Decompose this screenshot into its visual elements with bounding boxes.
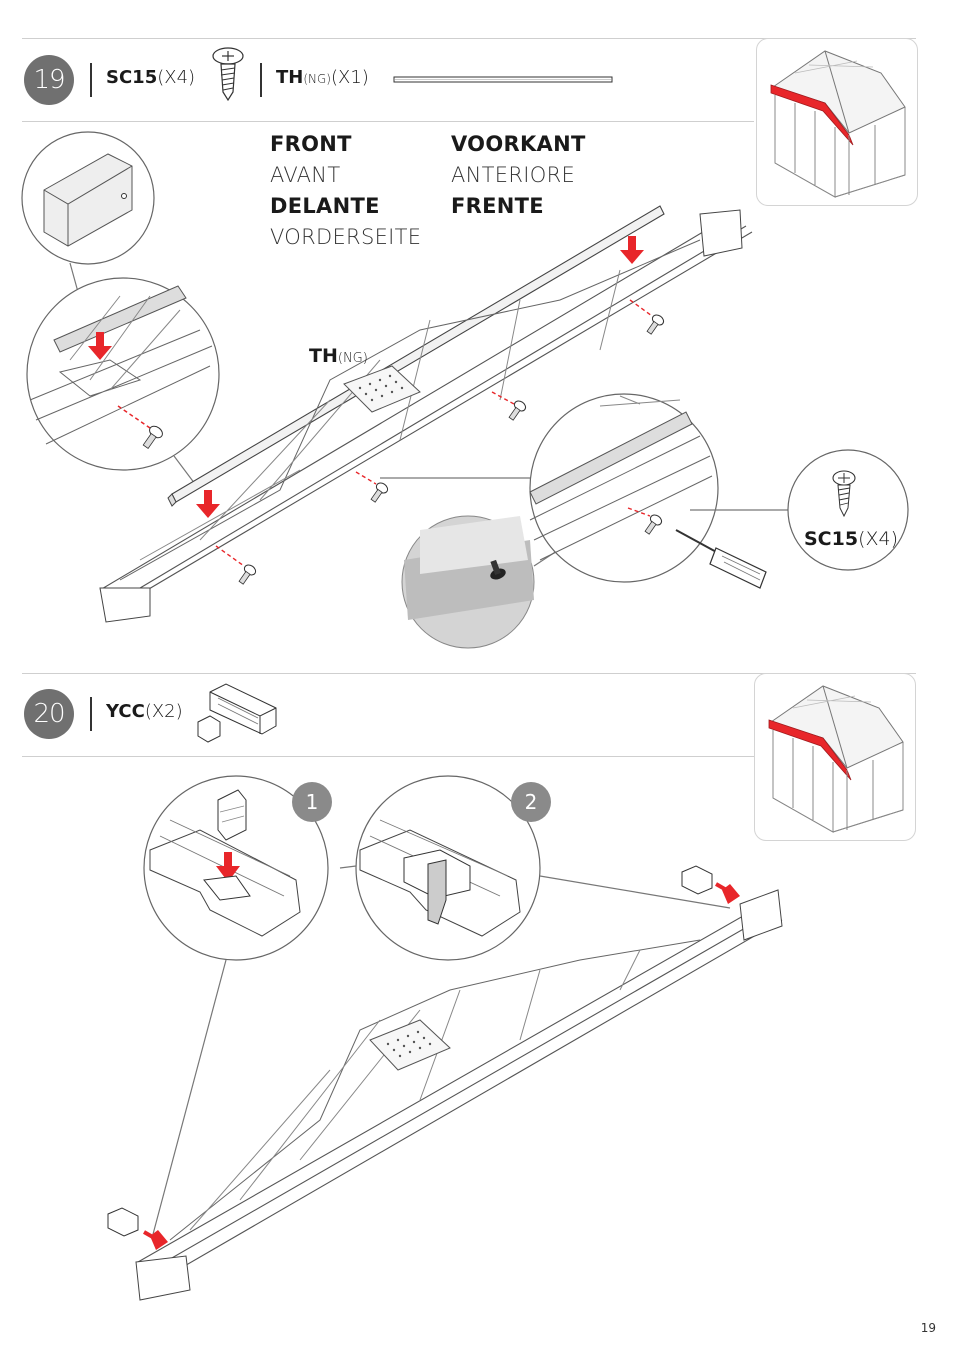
step19-number-badge: 19 (24, 55, 74, 105)
screwdriver-icon (675, 529, 767, 589)
substep-2-badge: 2 (511, 782, 551, 822)
part-th-qty: (X1) (330, 67, 369, 88)
step19-bottom-rule (22, 121, 754, 122)
sc15-callout-circle (787, 449, 909, 571)
step19-top-rule (22, 38, 916, 39)
orientation-labels-col2: VOORKANT ANTERIORE FRENTE (451, 129, 586, 222)
part-ycc-label: YCC(X2) (106, 701, 183, 722)
label-frente: FRENTE (451, 194, 544, 218)
th-rail-label-code: TH (309, 345, 338, 367)
part-th-suffix: (NG) (303, 72, 331, 86)
detail-circle-left-joint (26, 277, 220, 471)
step20-bottom-rule (22, 756, 754, 757)
part-ycc-code: YCC (106, 701, 145, 722)
step19-separator (90, 63, 92, 97)
greenhouse-thumbnail-icon (770, 50, 906, 198)
step19-location-thumbnail (756, 38, 918, 206)
step20-location-thumbnail (754, 673, 916, 841)
sc15-callout-label: SC15(X4) (804, 528, 898, 550)
label-front: FRONT (270, 132, 352, 156)
page-number: 19 (920, 1321, 936, 1335)
step20-separator (90, 697, 92, 731)
part-th-code: TH (276, 67, 304, 88)
greenhouse-thumbnail-icon (768, 685, 904, 833)
label-voorkant: VOORKANT (451, 132, 586, 156)
label-vorderseite: VORDERSEITE (270, 225, 422, 249)
orientation-labels-col1: FRONT AVANT DELANTE VORDERSEITE (270, 129, 421, 253)
label-avant: AVANT (270, 163, 341, 187)
label-delante: DELANTE (270, 194, 380, 218)
step20-number-badge: 20 (24, 689, 74, 739)
step19-separator-2 (260, 63, 262, 97)
step20-top-rule (22, 673, 916, 674)
detail-circle-screw-joint (529, 393, 719, 583)
rail-icon (393, 76, 613, 83)
th-rail-label-suffix: (NG) (337, 351, 368, 366)
part-th-label: TH(NG)(X1) (276, 67, 369, 88)
part-ycc-qty: (X2) (144, 701, 183, 722)
sc15-callout-code: SC15 (804, 528, 859, 550)
screw-icon (212, 47, 244, 102)
label-anteriore: ANTERIORE (451, 163, 576, 187)
part-sc15-label: SC15(X4) (106, 67, 195, 88)
sc15-callout-qty: (X4) (858, 528, 899, 550)
th-rail-label: TH(NG) (309, 345, 368, 367)
step19-illustration (21, 131, 909, 649)
part-sc15-qty: (X4) (157, 67, 196, 88)
step20-illustration (107, 775, 783, 1301)
part-sc15-code: SC15 (106, 67, 158, 88)
substep-1-badge: 1 (292, 782, 332, 822)
corner-cap-icon (197, 683, 277, 743)
